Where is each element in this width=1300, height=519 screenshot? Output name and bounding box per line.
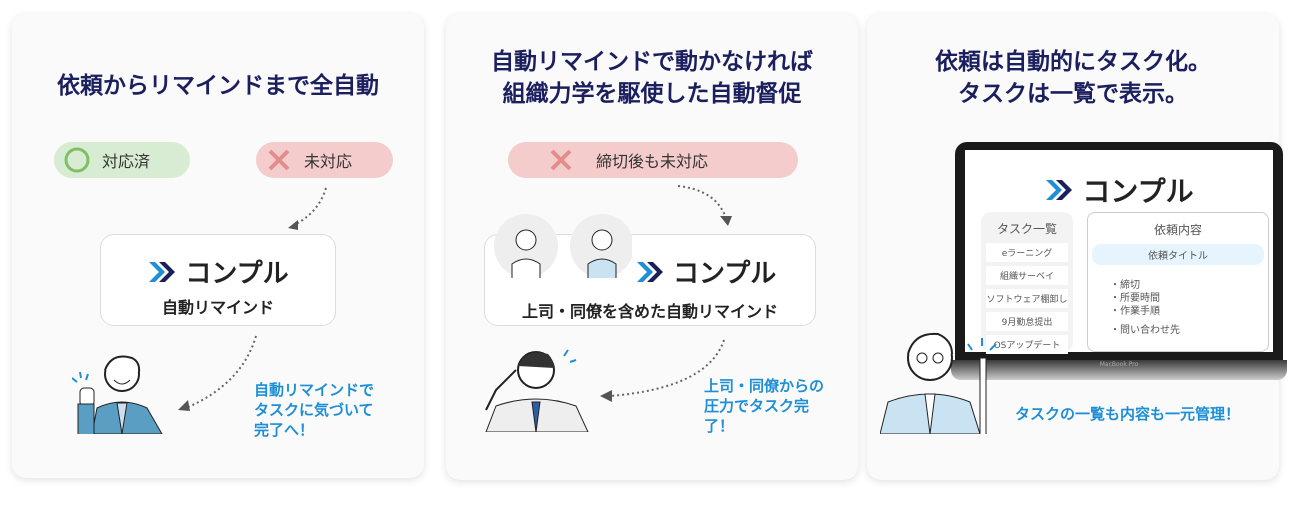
app-screen: コンプル タスク一覧 eラーニング 組織サーベイ ソフトウェア棚卸し 9月勤怠提…: [965, 150, 1273, 354]
chevrons-icon: [1046, 180, 1073, 200]
complu-logo: コンプル: [635, 253, 815, 290]
laptop-label: MacBook Pro: [1099, 361, 1139, 368]
logo-text: コンプル: [1082, 175, 1194, 208]
request-detail-panel: 依頼内容 依頼タイトル ・締切 ・所要時間 ・作業手順 ・問い合わせ先: [1087, 212, 1269, 352]
detail-title: 依頼タイトル: [1092, 244, 1264, 265]
card-auto-remind: 依頼からリマインドまで全自動 対応済 未対応 コンプル 自動リマインド 自動リマ…: [12, 14, 424, 478]
task-list-panel: タスク一覧 eラーニング 組織サーベイ ソフトウェア棚卸し 9月勤怠提出 OSア…: [981, 212, 1073, 354]
dotted-arrow-icon: [600, 339, 725, 402]
detail-item: ・所要時間: [1110, 293, 1160, 304]
card-title: 依頼からリマインドまで全自動: [57, 73, 379, 99]
note-line: タスクに気づいて: [254, 401, 374, 419]
task-item[interactable]: ソフトウェア棚卸し: [986, 289, 1068, 308]
card-escalation: 自動リマインドで動かなければ 組織力学を駆使した自動督促 締切後も未対応 コンプ…: [446, 14, 858, 480]
task-item[interactable]: 組織サーベイ: [986, 266, 1068, 285]
detail-item: ・締切: [1110, 280, 1140, 291]
laptop-base: MacBook Pro: [951, 360, 1287, 380]
status-overdue-pill: 締切後も未対応: [508, 142, 798, 178]
note-line: 圧力でタスク完: [704, 397, 810, 415]
status-done-pill: 対応済: [54, 142, 190, 178]
worried-businessman-illustration: [485, 349, 589, 432]
box-subtitle: 自動リマインド: [161, 298, 274, 317]
task-item[interactable]: eラーニング: [986, 243, 1068, 262]
box-subtitle: 上司・同僚を含めた自動リマインド: [521, 302, 778, 321]
complu-logo: コンプル: [965, 170, 1273, 210]
detail-item: ・作業手順: [1110, 306, 1160, 317]
card-title: 自動リマインドで動かなければ 組織力学を駆使した自動督促: [446, 46, 858, 110]
pill-label: 未対応: [304, 152, 353, 171]
cross-icon: [266, 147, 292, 173]
title-line: 自動リマインドで動かなければ: [491, 49, 813, 75]
detail-header: 依頼内容: [1153, 223, 1202, 237]
dotted-arrow-icon: [178, 335, 257, 411]
cross-icon: [548, 147, 574, 173]
pill-label: 締切後も未対応: [596, 152, 709, 171]
dotted-arrow-icon: [288, 187, 327, 230]
note-line: 自動リマインドで: [254, 381, 375, 399]
chevrons-icon: [149, 261, 176, 282]
note-line: 了！: [704, 417, 735, 435]
pill-label: 対応済: [102, 152, 151, 171]
detail-item: ・問い合わせ先: [1110, 325, 1180, 336]
dotted-arrow-icon: [677, 185, 732, 226]
note-line: 完了へ！: [254, 421, 315, 439]
logo-text: コンプル: [185, 259, 289, 289]
pointing-businessman-illustration: [880, 332, 997, 434]
logo-text: コンプル: [673, 259, 777, 289]
card-note: 自動リマインドで タスクに気づいて 完了へ！: [254, 380, 374, 440]
task-item[interactable]: 9月勤怠提出: [986, 312, 1068, 331]
card-note: 上司・同僚からの 圧力でタスク完 了！: [704, 376, 824, 436]
complu-logo: コンプル: [101, 253, 335, 290]
complu-remind-box: コンプル 自動リマインド: [100, 234, 336, 326]
laptop-mockup: コンプル タスク一覧 eラーニング 組織サーベイ ソフトウェア棚卸し 9月勤怠提…: [951, 142, 1287, 382]
title-line: 依頼は自動的にタスク化。: [935, 49, 1211, 75]
status-pending-pill: 未対応: [256, 142, 393, 178]
boss-and-colleague-avatars: [494, 214, 632, 278]
chevrons-icon: [637, 261, 663, 282]
task-list-header: タスク一覧: [996, 222, 1057, 236]
circle-icon: [64, 147, 90, 173]
title-line: 組織力学を駆使した自動督促: [502, 81, 802, 107]
happy-businessman-illustration: [72, 355, 163, 434]
card-note: タスクの一覧も内容も一元管理！: [1015, 405, 1241, 423]
title-line: タスクは一覧で表示。: [958, 81, 1188, 107]
task-item[interactable]: OSアップデート: [986, 335, 1068, 354]
card-title: 依頼は自動的にタスク化。 タスクは一覧で表示。: [867, 46, 1279, 110]
note-line: 上司・同僚からの: [704, 377, 825, 395]
